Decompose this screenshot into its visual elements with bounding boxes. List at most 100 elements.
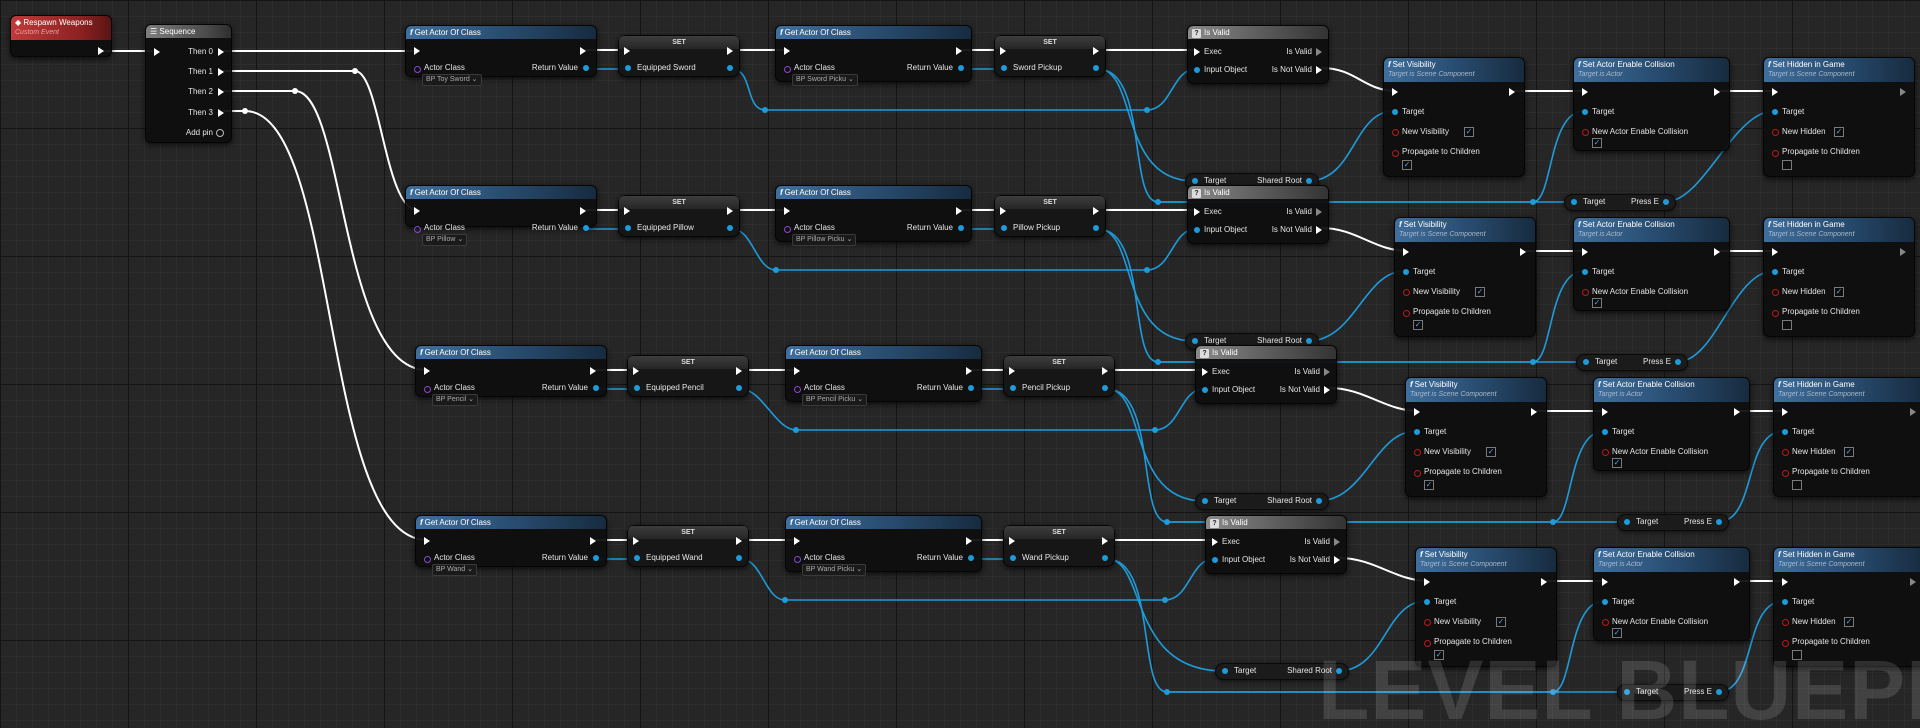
exec-out-pin[interactable]: [1910, 408, 1916, 416]
exec-in-pin[interactable]: [1194, 208, 1200, 216]
reroute-knot[interactable]: [1155, 359, 1161, 365]
return-value-pin[interactable]: [593, 555, 599, 561]
return-value-pin[interactable]: [958, 65, 964, 71]
object-wire[interactable]: [1097, 228, 1195, 342]
new-visibility-pin[interactable]: [1392, 129, 1399, 136]
object-wire[interactable]: [1307, 270, 1406, 342]
new-collision-checkbox[interactable]: ✓: [1592, 138, 1602, 148]
sequence-exec-in-pin[interactable]: [154, 48, 160, 56]
actor-class-dropdown[interactable]: BP Pillow ⌄: [422, 234, 468, 246]
value-in-pin[interactable]: [1010, 385, 1016, 391]
exec-out-pin[interactable]: [956, 207, 962, 215]
exec-in-pin[interactable]: [624, 207, 630, 215]
new-hidden-pin[interactable]: [1782, 449, 1789, 456]
propagate-checkbox[interactable]: [1782, 320, 1792, 330]
sequence-node[interactable]: ☰ Sequence Then 0 Then 1 Then 2 Then 3 A…: [145, 24, 232, 143]
exec-out-pin[interactable]: [1520, 248, 1526, 256]
new-visibility-pin[interactable]: [1424, 619, 1431, 626]
reroute-knot[interactable]: [1164, 689, 1170, 695]
object-wire[interactable]: [1097, 68, 1195, 182]
object-wire[interactable]: [731, 68, 1197, 111]
new-collision-checkbox[interactable]: ✓: [1592, 298, 1602, 308]
new-collision-pin[interactable]: [1582, 129, 1589, 136]
object-wire[interactable]: [1337, 600, 1427, 672]
reroute-knot[interactable]: [773, 267, 779, 273]
exec-in-pin[interactable]: [1000, 47, 1006, 55]
exec-out-pin[interactable]: [966, 537, 972, 545]
exec-in-pin[interactable]: [633, 367, 639, 375]
actor-class-pin[interactable]: [784, 226, 791, 233]
exec-in-pin[interactable]: [794, 367, 800, 375]
exec-out-pin[interactable]: [590, 367, 596, 375]
object-wire[interactable]: [1106, 388, 1205, 502]
exec-out-pin[interactable]: [1541, 578, 1547, 586]
new-collision-pin[interactable]: [1582, 289, 1589, 296]
target-pin[interactable]: [1624, 519, 1630, 525]
exec-out-pin[interactable]: [1714, 248, 1720, 256]
object-wire[interactable]: [1106, 558, 1225, 672]
shared-root-variable-2[interactable]: Target Shared Root: [1195, 493, 1329, 510]
shared-root-out-pin[interactable]: [1306, 178, 1312, 184]
return-value-pin[interactable]: [968, 385, 974, 391]
object-wire[interactable]: [740, 558, 1215, 601]
reroute-knot[interactable]: [1550, 519, 1556, 525]
is-valid-node-0[interactable]: ?Is Valid Exec Is Valid Input Object Is …: [1187, 25, 1329, 84]
reroute-knot[interactable]: [1144, 267, 1150, 273]
is-valid-out-pin[interactable]: [1316, 48, 1322, 56]
exec-in-pin[interactable]: [784, 47, 790, 55]
exec-in-pin[interactable]: [1602, 578, 1608, 586]
new-hidden-pin[interactable]: [1772, 129, 1779, 136]
is-valid-node-3[interactable]: ?Is Valid Exec Is Valid Input Object Is …: [1205, 515, 1347, 574]
is-not-valid-out-pin[interactable]: [1316, 66, 1322, 74]
new-visibility-checkbox[interactable]: ✓: [1486, 447, 1496, 457]
exec-out-pin[interactable]: [736, 537, 742, 545]
reroute-knot[interactable]: [1162, 597, 1168, 603]
target-pin[interactable]: [1222, 668, 1228, 674]
set-0-pickup-node[interactable]: SET Sword Pickup: [994, 35, 1106, 77]
reroute-knot[interactable]: [1155, 199, 1161, 205]
object-wire[interactable]: [1106, 558, 1626, 693]
actor-class-dropdown[interactable]: BP Pencil Picku ⌄: [802, 394, 868, 406]
return-value-pin[interactable]: [968, 555, 974, 561]
is-not-valid-out-pin[interactable]: [1316, 226, 1322, 234]
return-value-pin[interactable]: [593, 385, 599, 391]
new-hidden-checkbox[interactable]: ✓: [1834, 127, 1844, 137]
object-wire[interactable]: [1307, 110, 1395, 182]
event-exec-out-pin[interactable]: [98, 47, 104, 55]
object-wire[interactable]: [1317, 430, 1417, 502]
actor-class-dropdown[interactable]: BP Pillow Picku ⌄: [792, 234, 857, 246]
sequence-then1-pin[interactable]: [218, 68, 224, 76]
exec-in-pin[interactable]: [633, 537, 639, 545]
propagate-pin[interactable]: [1772, 150, 1779, 157]
exec-out-pin[interactable]: [580, 47, 586, 55]
new-collision-checkbox[interactable]: ✓: [1612, 458, 1622, 468]
propagate-checkbox[interactable]: [1782, 160, 1792, 170]
is-valid-node-1[interactable]: ?Is Valid Exec Is Valid Input Object Is …: [1187, 185, 1329, 244]
propagate-checkbox[interactable]: ✓: [1413, 320, 1423, 330]
input-object-pin[interactable]: [1194, 67, 1200, 73]
add-pin-button[interactable]: Add pin: [185, 128, 213, 137]
exec-out-pin[interactable]: [1531, 408, 1537, 416]
exec-in-pin[interactable]: [1212, 538, 1218, 546]
reroute-knot[interactable]: [793, 427, 799, 433]
exec-wire[interactable]: [223, 110, 428, 541]
exec-in-pin[interactable]: [424, 537, 430, 545]
actor-class-pin[interactable]: [784, 66, 791, 73]
exec-out-pin[interactable]: [1102, 367, 1108, 375]
propagate-checkbox[interactable]: ✓: [1402, 160, 1412, 170]
exec-in-pin[interactable]: [1009, 537, 1015, 545]
actor-class-pin[interactable]: [794, 556, 801, 563]
is-valid-out-pin[interactable]: [1316, 208, 1322, 216]
propagate-checkbox[interactable]: ✓: [1424, 480, 1434, 490]
target-pin[interactable]: [1424, 599, 1430, 605]
propagate-checkbox[interactable]: [1792, 480, 1802, 490]
reroute-knot[interactable]: [1144, 107, 1150, 113]
